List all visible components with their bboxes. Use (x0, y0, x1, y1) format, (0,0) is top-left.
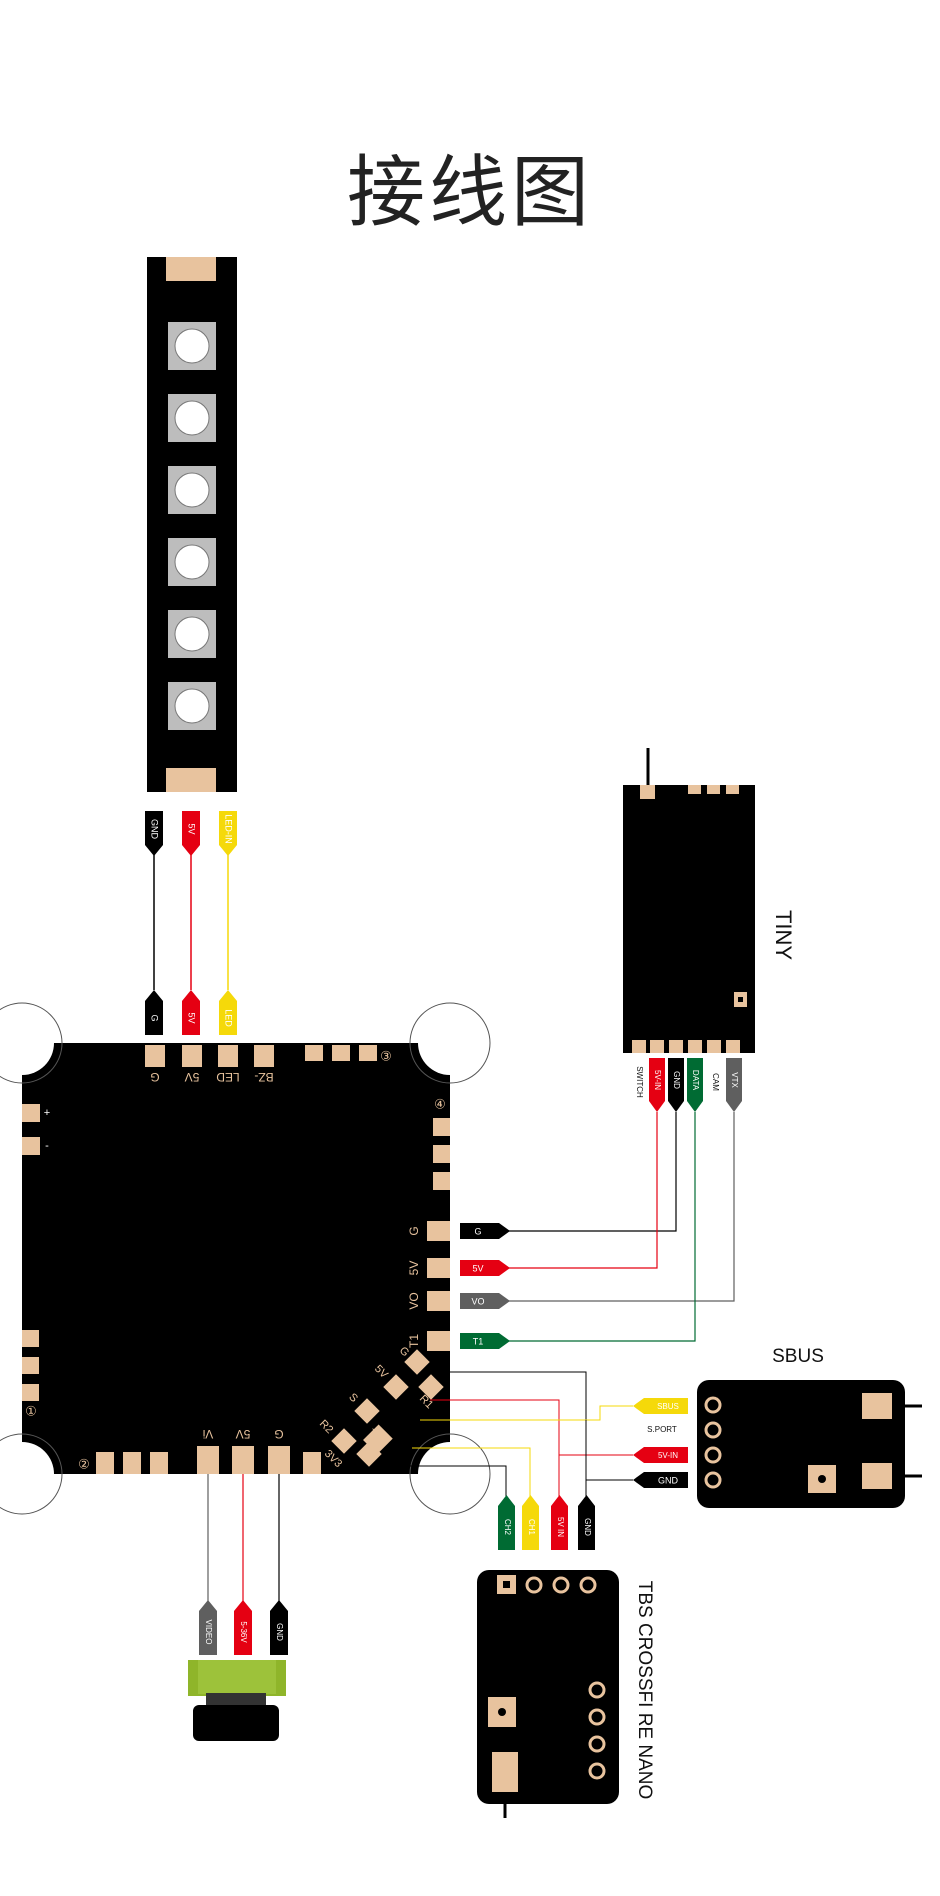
svg-text:5V: 5V (187, 1012, 197, 1023)
svg-text:G: G (150, 1014, 160, 1021)
svg-text:CH2: CH2 (503, 1519, 512, 1536)
vtx-tag-5v: 5V (460, 1260, 510, 1276)
svg-text:G: G (474, 1226, 481, 1236)
svg-text:5V: 5V (407, 1261, 421, 1276)
led-lens (174, 400, 210, 436)
tiny-pin-cam: CAM (711, 1073, 720, 1091)
svg-text:GND: GND (672, 1071, 681, 1089)
svg-text:GND: GND (583, 1518, 592, 1536)
led-lens (174, 688, 210, 724)
board-tag-g: G (145, 990, 163, 1035)
led-tag-gnd: GND (145, 811, 163, 856)
svg-text:T1: T1 (407, 1334, 421, 1348)
svg-text:5V-IN: 5V-IN (653, 1070, 662, 1090)
svg-text:SBUS: SBUS (657, 1402, 679, 1411)
svg-text:+: + (44, 1107, 50, 1119)
svg-text:GND: GND (658, 1475, 679, 1485)
svg-text:LED: LED (224, 1009, 234, 1027)
tiny-tag-5v-in: 5V-IN (649, 1058, 665, 1112)
svg-text:LED-IN: LED-IN (224, 814, 234, 844)
diagram-title: 接线图 (346, 148, 593, 238)
svg-text:G: G (150, 1070, 159, 1084)
board-tag-5v: 5V (182, 990, 200, 1035)
svg-text:TINY: TINY (771, 910, 796, 960)
svg-text:VO: VO (407, 1292, 421, 1309)
led-lens (174, 544, 210, 580)
svg-text:LED: LED (216, 1070, 240, 1084)
camera-tag-5-36v: 5-36V (234, 1600, 252, 1655)
tiny-pin-switch: SWITCH (635, 1066, 644, 1098)
led-tag-led-in: LED-IN (219, 811, 237, 856)
rx-wires (400, 1371, 633, 1505)
sbus-receiver: SBUS (697, 1346, 922, 1508)
crsf-tag-5v-in: 5V IN (551, 1495, 568, 1550)
svg-text:①: ① (25, 1403, 37, 1418)
vtx-tag-g: G (460, 1223, 510, 1239)
camera-wires (207, 1474, 280, 1610)
board-tag-led: LED (219, 990, 237, 1035)
svg-text:②: ② (78, 1456, 90, 1471)
svg-text:Vi: Vi (203, 1427, 213, 1441)
svg-text:T1: T1 (473, 1336, 484, 1346)
vtx-wires (500, 1112, 735, 1342)
vtx-tag-vo: VO (460, 1293, 510, 1309)
crsf-tag-ch2: CH2 (498, 1495, 515, 1550)
svg-text:VTX: VTX (730, 1072, 739, 1088)
svg-text:G: G (407, 1226, 421, 1235)
svg-text:VO: VO (471, 1296, 484, 1306)
svg-text:5V-IN: 5V-IN (658, 1451, 678, 1460)
tiny-tag-gnd: GND (668, 1058, 684, 1112)
svg-text:③: ③ (380, 1048, 392, 1063)
sbus-tag-sbus: SBUS (633, 1398, 688, 1414)
led-lens (174, 616, 210, 652)
sbus-label-sport: S.PORT (647, 1425, 677, 1434)
svg-text:SBUS: SBUS (772, 1346, 824, 1367)
led-lens (174, 328, 210, 364)
svg-text:GND: GND (150, 819, 160, 840)
led-lens (174, 472, 210, 508)
svg-text:5V: 5V (187, 823, 197, 834)
tiny-tag-data: DATA (687, 1058, 703, 1112)
svg-text:5V IN: 5V IN (556, 1517, 565, 1537)
svg-text:5V: 5V (472, 1263, 483, 1273)
svg-text:5V: 5V (236, 1427, 251, 1441)
crsf-nano: TBS CROSSFI RE NANO (477, 1570, 655, 1818)
tiny-tag-vtx: VTX (726, 1058, 742, 1112)
sbus-tag-5v-in: 5V-IN (633, 1447, 688, 1463)
flight-controller: G 5V LED BZ- ③ ④ G 5V VO T1 G R1 5V S R2 (0, 1002, 491, 1515)
svg-text:VIDEO: VIDEO (204, 1620, 213, 1645)
vtx-tag-t1: T1 (460, 1333, 510, 1349)
svg-text:G: G (274, 1427, 283, 1441)
svg-text:CH1: CH1 (527, 1519, 536, 1536)
svg-text:④: ④ (434, 1096, 446, 1111)
svg-text:-: - (45, 1140, 49, 1152)
svg-text:TBS CROSSFI RE NANO: TBS CROSSFI RE NANO (634, 1581, 655, 1800)
sbus-tag-gnd: GND (633, 1472, 688, 1488)
svg-text:BZ-: BZ- (254, 1070, 273, 1084)
tiny-vtx: TINY (623, 748, 796, 1053)
svg-text:DATA: DATA (691, 1070, 700, 1091)
camera-tag-gnd: GND (270, 1600, 288, 1655)
svg-text:5-36V: 5-36V (239, 1621, 248, 1643)
crsf-tag-ch1: CH1 (522, 1495, 539, 1550)
camera-body (188, 1660, 286, 1741)
led-wires (153, 855, 229, 990)
svg-text:GND: GND (275, 1623, 284, 1641)
led-tag-5v: 5V (182, 811, 200, 856)
camera-tag-video: VIDEO (199, 1600, 217, 1655)
crsf-tag-gnd: GND (578, 1495, 595, 1550)
svg-text:5V: 5V (185, 1070, 200, 1084)
led-strip (147, 257, 237, 792)
